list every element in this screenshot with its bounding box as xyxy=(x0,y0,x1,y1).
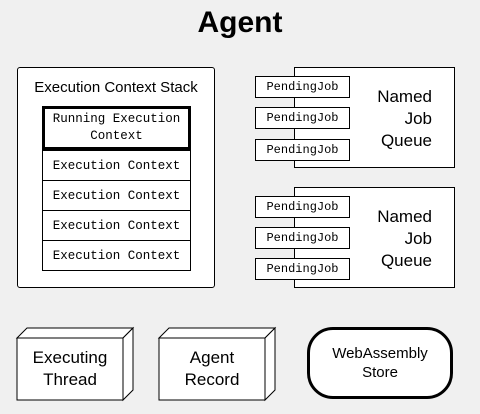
execution-context: Execution Context xyxy=(42,150,191,181)
job-queue-label-line: Queue xyxy=(380,131,432,150)
executing-thread-line: Executing xyxy=(32,348,108,367)
job-queue-label-line: Job xyxy=(404,109,432,128)
pending-job: PendingJob xyxy=(255,196,350,218)
executing-thread-label: Executing Thread xyxy=(17,347,123,391)
pending-job: PendingJob xyxy=(255,258,350,280)
running-execution-context: Running Execution Context xyxy=(42,106,191,150)
job-queue-label-line: Named xyxy=(377,207,432,226)
webassembly-store: WebAssembly Store xyxy=(307,327,453,399)
execution-context-stack: Execution Context Stack Running Executio… xyxy=(17,67,215,288)
pending-job: PendingJob xyxy=(255,76,350,98)
execution-context: Execution Context xyxy=(42,240,191,271)
agent-record-label: Agent Record xyxy=(159,347,265,391)
diagram-title: Agent xyxy=(197,6,283,39)
running-context-line-1: Running Execution xyxy=(52,112,181,126)
agent-record-line: Record xyxy=(184,370,240,389)
stack-title: Execution Context Stack xyxy=(34,79,198,96)
executing-thread-cube xyxy=(15,326,135,402)
running-context-line-2: Context xyxy=(90,129,143,143)
pending-job: PendingJob xyxy=(255,107,350,129)
pending-job: PendingJob xyxy=(255,139,350,161)
pending-job: PendingJob xyxy=(255,227,350,249)
job-queue-label-line: Named xyxy=(377,87,432,106)
webassembly-store-line: WebAssembly xyxy=(332,345,428,362)
execution-context: Execution Context xyxy=(42,180,191,211)
job-queue-label-line: Queue xyxy=(380,251,432,270)
webassembly-store-line: Store xyxy=(362,364,398,381)
job-queue-label-line: Job xyxy=(404,229,432,248)
agent-record-cube xyxy=(157,326,277,402)
agent-record-line: Agent xyxy=(189,348,235,367)
executing-thread-line: Thread xyxy=(43,370,97,389)
job-queue-label: Named Job Queue xyxy=(352,86,432,152)
job-queue-label: Named Job Queue xyxy=(352,206,432,272)
